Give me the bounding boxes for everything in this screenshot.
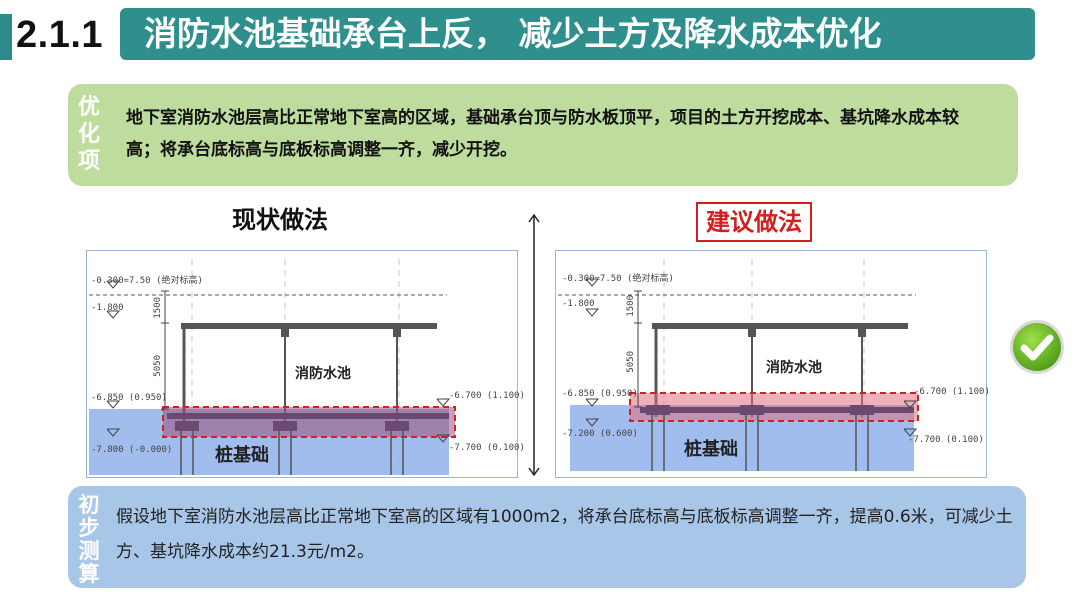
check-circle-icon (1010, 320, 1064, 374)
roof-slab (652, 323, 908, 329)
elevation-top: -0.300=7.50 (绝对标高) (562, 274, 674, 284)
pool-label: 消防水池 (295, 366, 351, 382)
calculation-tag-char: 测 (78, 539, 100, 563)
current-method-caption: 现状做法 (232, 206, 328, 234)
header-accent-bar (0, 14, 12, 60)
elevation-right-2: -7.700 (0.100) (908, 435, 984, 445)
page-title: 消防水池基础承台上反， 减少土方及降水成本优化 (144, 14, 882, 53)
dimension-2: 5050 (626, 351, 636, 373)
pile-label: 桩基础 (215, 445, 269, 466)
elevation-right-1: -6.700 (1.100) (914, 387, 990, 397)
dimension-1: 1500 (626, 295, 636, 317)
elevation-top: -0.300=7.50 (绝对标高) (91, 276, 203, 286)
dimension-2: 5050 (153, 355, 163, 377)
elevation-right-2: -7.700 (0.100) (449, 443, 525, 453)
proposed-method-diagram: -0.300=7.50 (绝对标高) -1.800 1500 5050 -6.8… (555, 250, 990, 478)
optimization-tag-char: 化 (77, 122, 100, 147)
calculation-text: 假设地下室消防水池层高比正常地下室高的区域有1000m2，将承台底标高与底板标高… (116, 507, 1013, 562)
highlight-zone (163, 407, 455, 437)
elevation-2: -1.800 (91, 303, 124, 313)
calculation-tag-char: 初 (78, 493, 100, 517)
elevation-4: -7.800 (-0.000) (91, 445, 173, 455)
optimization-panel: 优 化 项 地下室消防水池层高比正常地下室高的区域，基础承台顶与防水板顶平，项目… (68, 84, 1018, 186)
current-method-diagram: -0.300=7.50 (绝对标高) -1.800 1500 5050 -6.8… (86, 250, 525, 478)
optimization-tag-char: 项 (77, 149, 100, 174)
calculation-tag-char: 算 (78, 562, 100, 586)
optimization-text: 地下室消防水池层高比正常地下室高的区域，基础承台顶与防水板顶平，项目的土方开挖成… (126, 108, 959, 160)
elevation-3: -6.850 (0.950) (562, 389, 638, 399)
dimension-1: 1500 (153, 297, 163, 319)
elevation-4: -7.200 (0.600) (562, 429, 638, 439)
elevation-2: -1.800 (562, 299, 595, 309)
highlight-outline (162, 406, 456, 438)
double-arrow-vertical-icon (528, 213, 540, 477)
highlight-outline (629, 392, 919, 422)
calculation-tag-char: 步 (78, 516, 100, 540)
optimization-tag: 优 化 项 (76, 94, 102, 175)
calculation-panel: 初 步 测 算 假设地下室消防水池层高比正常地下室高的区域有1000m2，将承台… (68, 486, 1026, 588)
pile-label: 桩基础 (684, 439, 738, 460)
calculation-tag: 初 步 测 算 (76, 494, 102, 586)
proposed-method-caption: 建议做法 (696, 202, 812, 242)
title-banner: 消防水池基础承台上反， 减少土方及降水成本优化 (120, 8, 1035, 60)
optimization-tag-char: 优 (77, 95, 100, 120)
section-number: 2.1.1 (16, 14, 104, 56)
elevation-right-1: -6.700 (1.100) (449, 391, 525, 401)
roof-slab (181, 323, 437, 329)
pool-label: 消防水池 (766, 360, 822, 376)
elevation-3: -6.850 (0.950) (91, 393, 167, 403)
